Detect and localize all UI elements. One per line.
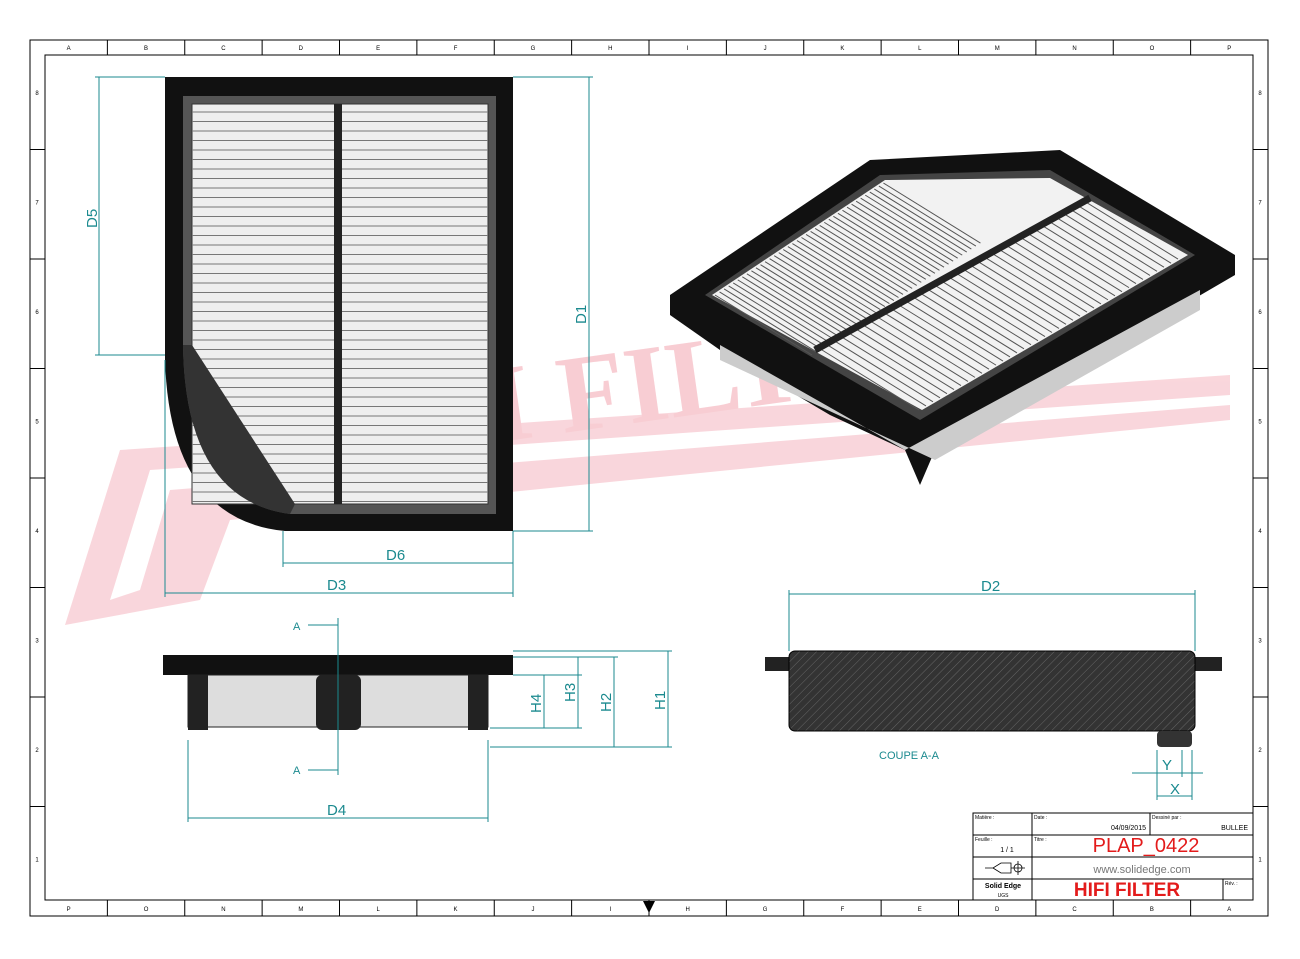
section-label: COUPE A-A bbox=[879, 750, 940, 762]
zone-column-label-top: B bbox=[144, 46, 148, 52]
zone-row-label: 7 bbox=[1258, 200, 1262, 206]
zone-column-label: P bbox=[67, 907, 71, 913]
zone-column-label: N bbox=[221, 907, 225, 913]
zone-row-label: 3 bbox=[1258, 638, 1262, 644]
section-view bbox=[765, 650, 1222, 747]
website-text: www.solidedge.com bbox=[1092, 864, 1190, 876]
title-label: Titre : bbox=[1034, 837, 1047, 843]
zone-row-label-left: 3 bbox=[35, 638, 39, 644]
zone-column-label: H bbox=[686, 907, 690, 913]
zone-column-label: A bbox=[1227, 907, 1231, 913]
zone-markers: P P O O N N M M L L K K J J I I H H G G F F E E D D C C B B A A 8 8 7 7 6 6 5 5… bbox=[30, 40, 1268, 916]
drawn-by-label: Dessiné par : bbox=[1152, 815, 1181, 821]
zone-column-label-top: H bbox=[608, 46, 612, 52]
dimension-d1: D1 bbox=[573, 305, 590, 324]
dimension-d2: D2 bbox=[981, 578, 1000, 595]
zone-row-label-left: 1 bbox=[35, 857, 39, 863]
zone-column-label-top: O bbox=[1150, 46, 1155, 52]
zone-row-label-left: 4 bbox=[35, 529, 39, 535]
zone-column-label: G bbox=[763, 907, 768, 913]
zone-column-label-top: E bbox=[376, 46, 380, 52]
zone-column-label-top: D bbox=[299, 46, 304, 52]
zone-column-label-top: N bbox=[1072, 46, 1076, 52]
zone-column-label: B bbox=[1150, 907, 1154, 913]
dimension-d5: D5 bbox=[84, 209, 101, 228]
company-name: HIFI FILTER bbox=[1074, 880, 1181, 901]
drawing-title: PLAP_0422 bbox=[1093, 835, 1200, 857]
dimension-h1: H1 bbox=[652, 691, 669, 710]
zone-column-label: L bbox=[377, 907, 381, 913]
zone-column-label-top: A bbox=[67, 46, 71, 52]
dimension-h3: H3 bbox=[562, 683, 579, 702]
zone-row-label: 5 bbox=[1258, 419, 1262, 425]
drawn-by-value: BULLEE bbox=[1221, 825, 1248, 832]
revision-label: Rév. : bbox=[1225, 881, 1238, 887]
zone-column-label-top: I bbox=[687, 46, 689, 52]
zone-row-label: 8 bbox=[1258, 91, 1262, 97]
isometric-view bbox=[670, 150, 1235, 485]
zone-row-label-left: 6 bbox=[35, 310, 39, 316]
zone-column-label-top: J bbox=[764, 46, 767, 52]
date-label: Date : bbox=[1034, 815, 1047, 821]
zone-row-label: 6 bbox=[1258, 310, 1262, 316]
section-marker-bottom: A bbox=[293, 765, 301, 777]
zone-column-label-top: K bbox=[840, 46, 844, 52]
material-label: Matière : bbox=[975, 815, 994, 821]
date-value: 04/09/2015 bbox=[1111, 825, 1146, 832]
zone-column-label-top: C bbox=[221, 46, 226, 52]
zone-column-label-top: F bbox=[454, 46, 458, 52]
zone-column-label: I bbox=[609, 907, 611, 913]
zone-column-label: J bbox=[531, 907, 534, 913]
dimension-y: Y bbox=[1162, 757, 1172, 774]
zone-column-label: K bbox=[454, 907, 458, 913]
top-view bbox=[165, 77, 513, 531]
zone-row-label-left: 7 bbox=[35, 200, 39, 206]
zone-column-label-top: P bbox=[1227, 46, 1231, 52]
section-marker-top: A bbox=[293, 621, 301, 633]
dimension-lines bbox=[95, 76, 1203, 822]
zone-column-label: O bbox=[144, 907, 149, 913]
zone-row-label-left: 5 bbox=[35, 419, 39, 425]
software-vendor: UGS bbox=[998, 893, 1010, 899]
dimension-x: X bbox=[1170, 781, 1180, 798]
center-mark-icon bbox=[643, 901, 655, 913]
zone-row-label-left: 8 bbox=[35, 91, 39, 97]
sheet-value: 1 / 1 bbox=[1000, 847, 1014, 854]
zone-row-label: 4 bbox=[1258, 529, 1262, 535]
dimension-d6: D6 bbox=[386, 547, 405, 564]
zone-column-label: C bbox=[1072, 907, 1077, 913]
zone-column-label: M bbox=[298, 907, 303, 913]
dimension-h4: H4 bbox=[528, 694, 545, 713]
zone-row-label: 2 bbox=[1258, 748, 1262, 754]
sheet-label: Feuille : bbox=[975, 837, 993, 843]
zone-column-label: E bbox=[918, 907, 922, 913]
dimension-h2: H2 bbox=[598, 693, 615, 712]
zone-column-label: F bbox=[841, 907, 845, 913]
software-name: Solid Edge bbox=[985, 883, 1021, 890]
dimension-d3: D3 bbox=[327, 577, 346, 594]
zone-column-label-top: M bbox=[995, 46, 1000, 52]
zone-row-label-left: 2 bbox=[35, 748, 39, 754]
zone-column-label-top: L bbox=[918, 46, 922, 52]
zone-column-label: D bbox=[995, 907, 1000, 913]
zone-column-label-top: G bbox=[531, 46, 536, 52]
zone-row-label: 1 bbox=[1258, 857, 1262, 863]
dimension-d4: D4 bbox=[327, 802, 346, 819]
title-block bbox=[972, 812, 1254, 901]
